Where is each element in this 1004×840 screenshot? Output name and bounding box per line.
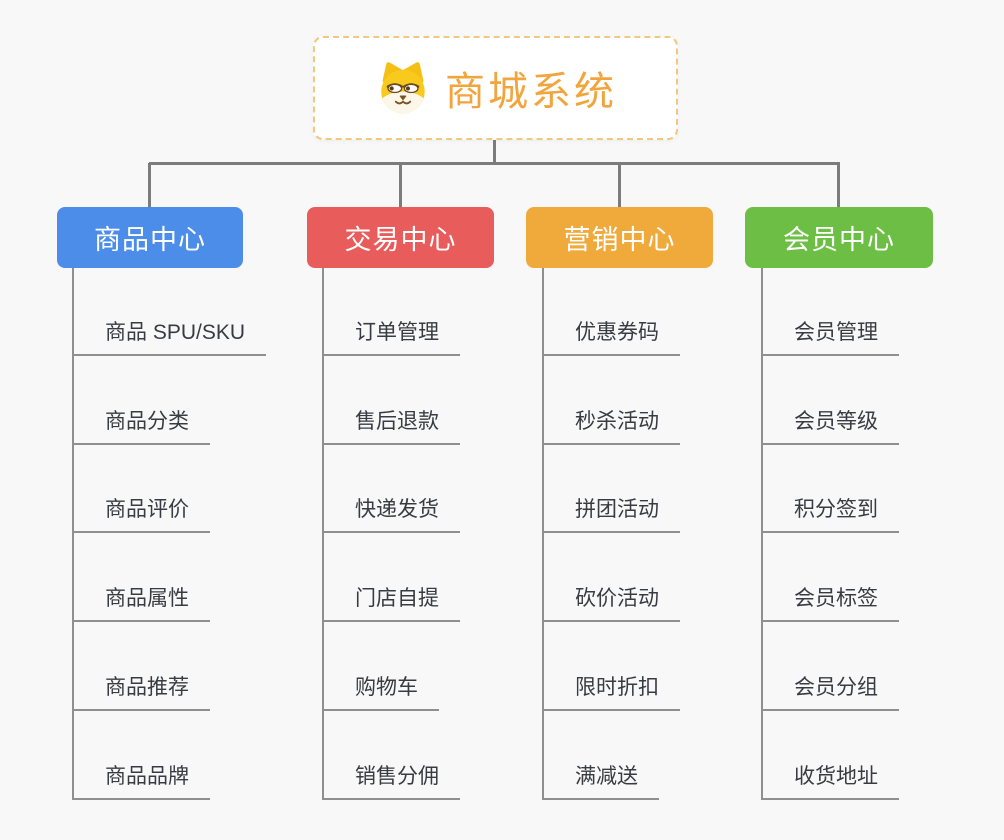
leaf-node[interactable]: 快递发货 [322,489,460,533]
leaf-node[interactable]: 优惠券码 [542,312,680,356]
leaf-node[interactable]: 销售分佣 [322,756,460,800]
leaf-node[interactable]: 商品 SPU/SKU [72,312,267,356]
leaf-node[interactable]: 商品推荐 [72,667,210,711]
leaf-node[interactable]: 限时折扣 [542,667,680,711]
connector-drop-trade [399,163,402,208]
leaf-node[interactable]: 商品分类 [72,401,210,445]
dog-face-icon [381,62,425,114]
leaf-node[interactable]: 会员等级 [761,401,899,445]
leaf-node[interactable]: 积分签到 [761,489,899,533]
leaf-node[interactable]: 售后退款 [322,401,460,445]
branch-node-marketing-center[interactable]: 营销中心 [526,207,713,268]
leaf-node[interactable]: 商品属性 [72,578,210,622]
connector-root-stem [493,140,496,163]
leaf-node[interactable]: 会员管理 [761,312,899,356]
root-node[interactable]: 商城系统 [313,36,678,140]
leaf-node[interactable]: 会员分组 [761,667,899,711]
leaf-node[interactable]: 收货地址 [761,756,899,800]
connector-drop-product [148,163,151,208]
leaf-node[interactable]: 砍价活动 [542,578,680,622]
leaf-node[interactable]: 购物车 [322,667,439,711]
leaf-node[interactable]: 秒杀活动 [542,401,680,445]
leaf-node[interactable]: 商品评价 [72,489,210,533]
connector-horizontal-bar [149,162,840,165]
leaf-column-marketing: 优惠券码 秒杀活动 拼团活动 砍价活动 限时折扣 满减送 [542,268,802,800]
leaf-node[interactable]: 订单管理 [322,312,460,356]
leaf-node[interactable]: 满减送 [542,756,659,800]
branch-node-member-center[interactable]: 会员中心 [745,207,933,268]
leaf-node[interactable]: 门店自提 [322,578,460,622]
leaf-node[interactable]: 商品品牌 [72,756,210,800]
leaf-column-trade: 订单管理 售后退款 快递发货 门店自提 购物车 销售分佣 [322,268,582,800]
leaf-node[interactable]: 会员标签 [761,578,899,622]
leaf-node[interactable]: 拼团活动 [542,489,680,533]
connector-drop-marketing [618,163,621,208]
root-title: 商城系统 [445,70,617,114]
connector-drop-member [837,163,840,208]
branch-node-trade-center[interactable]: 交易中心 [307,207,494,268]
leaf-column-product: 商品 SPU/SKU 商品分类 商品评价 商品属性 商品推荐 商品品牌 [72,268,332,800]
leaf-column-member: 会员管理 会员等级 积分签到 会员标签 会员分组 收货地址 [761,268,1004,800]
branch-node-product-center[interactable]: 商品中心 [57,207,243,268]
